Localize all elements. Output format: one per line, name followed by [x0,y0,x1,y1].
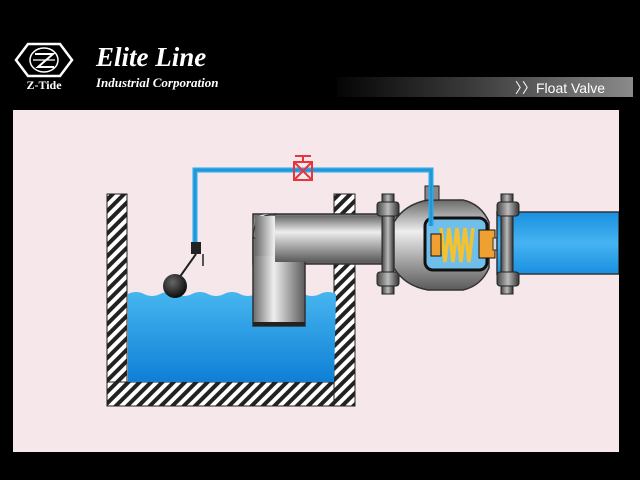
brand-name: Elite Line [96,42,207,72]
float-pivot [191,242,201,254]
needle-valve-icon [293,155,313,181]
section-title: 〉〉Float Valve [515,80,605,96]
float-valve-diagram [106,155,619,407]
outlet-pipe [496,211,619,275]
tank-bottom [106,381,356,407]
tank-left-wall [106,193,128,407]
piston-head [430,233,442,257]
brand-subtitle: Industrial Corporation [96,75,219,90]
logo-text: Z-Tide [26,78,62,92]
z-tide-logo-icon [14,42,74,78]
float-ball [163,274,187,298]
spring [439,227,475,263]
outlet-flange [496,193,520,295]
diagram-panel [13,110,619,452]
valve-body [393,185,504,291]
float-arm [178,253,197,279]
inlet-flange [376,193,400,295]
company-logo [14,40,74,92]
float-assembly [163,242,204,298]
section-bar: 〉〉Float Valve [337,77,633,97]
